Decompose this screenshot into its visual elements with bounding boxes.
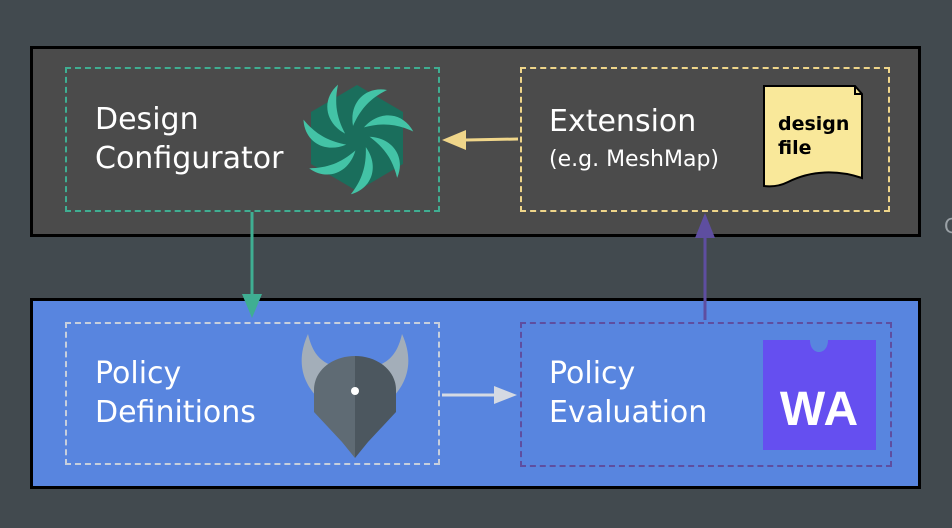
policy-evaluation-label-line1: Policy — [549, 356, 636, 391]
webassembly-icon — [763, 340, 876, 450]
policy-evaluation-box[interactable] — [520, 322, 892, 467]
extension-box[interactable] — [520, 67, 890, 212]
design-configurator-box[interactable] — [65, 67, 440, 212]
webassembly-icon-text: WA — [779, 383, 860, 436]
policy-definitions-label-line1: Policy — [95, 356, 182, 391]
design-file-label-line2: file — [778, 137, 812, 159]
policy-definitions-box[interactable] — [65, 322, 440, 465]
arrow-policy-evaluation-to-extension — [695, 213, 715, 320]
arrow-policy-definitions-to-evaluation — [442, 386, 517, 404]
extension-example-label: (e.g. MeshMap) — [549, 147, 719, 172]
opa-viking-helmet-icon — [301, 334, 409, 458]
design-configurator-label-line1: Design — [95, 102, 199, 137]
edge-partial-text: C — [944, 214, 952, 238]
arrow-design-to-policy-definitions — [242, 212, 262, 318]
arrow-extension-to-design — [442, 130, 519, 150]
design-file-label: design file — [778, 112, 849, 160]
policy-evaluation-label-line2: Evaluation — [549, 395, 708, 430]
extension-label: Extension — [549, 104, 697, 139]
meshery-icon — [303, 84, 414, 195]
design-file-label-line1: design — [778, 113, 850, 135]
design-configurator-label-line2: Configurator — [95, 141, 284, 176]
design-file-icon — [763, 85, 863, 188]
policy-definitions-label-line2: Definitions — [95, 395, 256, 430]
